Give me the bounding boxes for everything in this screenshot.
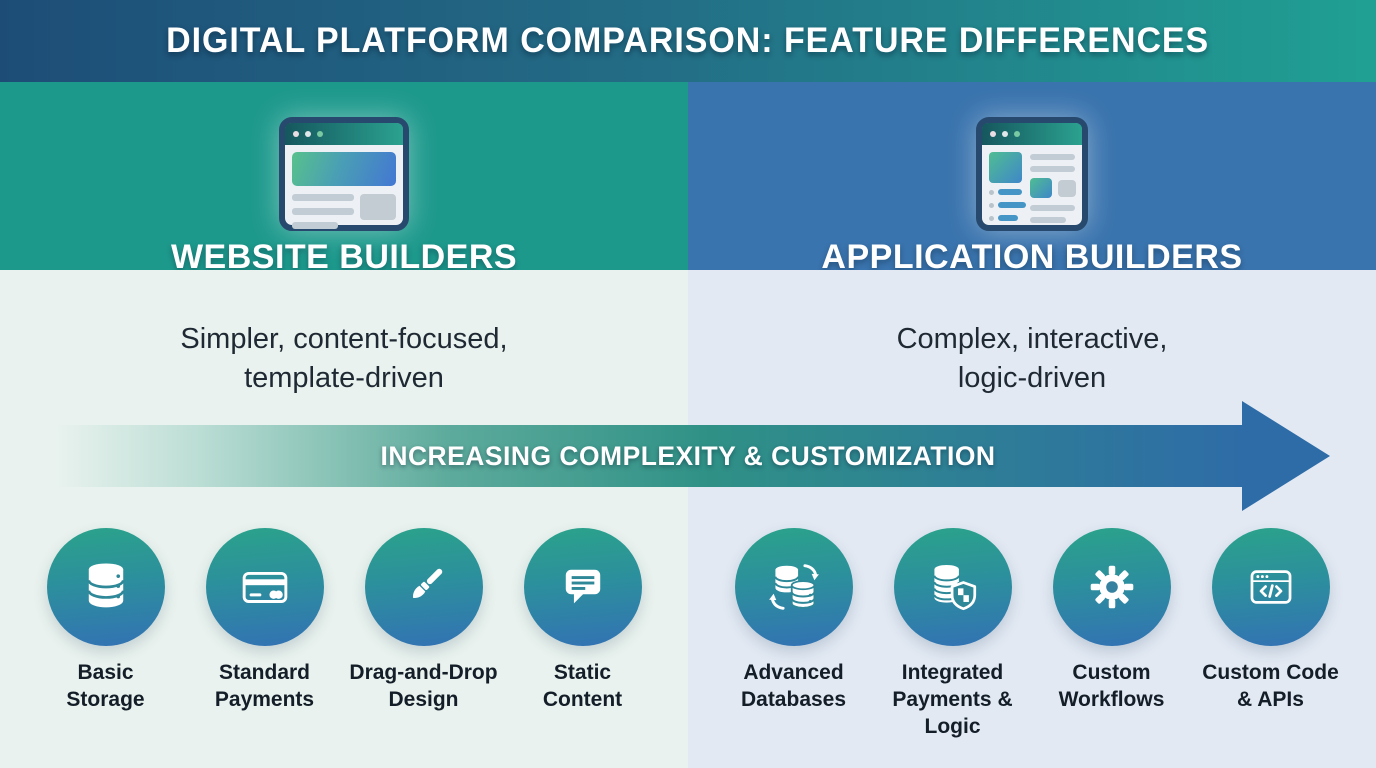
text-line-graphic [292,222,338,229]
text-line-graphic [1030,217,1066,223]
browser-titlebar [285,123,403,145]
application-builders-panel: APPLICATION BUILDERS [688,82,1376,276]
description-text: Complex, interactive, logic-driven [896,323,1168,394]
speech-bubble-icon [523,528,642,646]
website-column-background [0,270,688,768]
header-bar: DIGITAL PLATFORM COMPARISON: FEATURE DIF… [0,0,1376,82]
window-dot-icon [1002,131,1008,137]
panel-block-graphic [989,152,1022,183]
browser-body [285,145,403,229]
tile-graphic [1030,178,1052,198]
page-title: DIGITAL PLATFORM COMPARISON: FEATURE DIF… [166,21,1210,60]
coins-shield-icon [893,528,1012,646]
app-window-icon [976,117,1088,231]
image-block-graphic [360,194,396,220]
feature-label: Integrated Payments & Logic [892,661,1013,738]
website-builders-heading: WEBSITE BUILDERS [170,238,518,276]
credit-card-icon [205,528,324,646]
list-pill-graphic [998,202,1026,208]
feature-basic-storage: Basic Storage [26,528,185,714]
website-builders-panel: WEBSITE BUILDERS [0,82,688,276]
feature-label: Basic Storage [66,661,145,711]
complexity-arrow-head [1242,401,1330,511]
feature-drag-and-drop-design: Drag-and-Drop Design [344,528,503,714]
gear-icon [1052,528,1171,646]
bullet-dot-graphic [989,203,994,208]
description-text: Simpler, content-focused, template-drive… [180,323,508,394]
app-titlebar [982,123,1082,145]
app-body [982,145,1082,225]
sync-databases-icon [734,528,853,646]
bullet-dot-graphic [989,216,994,221]
website-builders-description: Simpler, content-focused, template-drive… [0,320,688,397]
database-icon [46,528,165,646]
window-dot-icon [317,131,323,137]
complexity-arrow-label: INCREASING COMPLEXITY & CUSTOMIZATION [380,441,996,471]
list-pill-graphic [998,189,1022,195]
feature-custom-code-apis: Custom Code & APIs [1191,528,1350,741]
window-dot-icon [990,131,996,137]
application-builders-description: Complex, interactive, logic-driven [688,320,1376,397]
text-line-graphic [292,194,354,201]
feature-label: Custom Code & APIs [1202,661,1339,711]
text-line-graphic [292,208,354,215]
feature-label: Advanced Databases [740,661,847,711]
window-dot-icon [293,131,299,137]
bullet-dot-graphic [989,190,994,195]
paintbrush-icon [364,528,483,646]
text-line-graphic [1030,166,1075,172]
window-dot-icon [305,131,311,137]
feature-label: Standard Payments [214,661,315,711]
list-pill-graphic [998,215,1018,221]
feature-label: Drag-and-Drop Design [349,661,498,711]
feature-integrated-payments-logic: Integrated Payments & Logic [873,528,1032,741]
text-line-graphic [1030,154,1075,160]
tile-graphic [1058,180,1076,197]
hero-banner-graphic [292,152,396,186]
text-line-graphic [1030,205,1075,211]
application-builders-heading: APPLICATION BUILDERS [821,238,1243,276]
feature-static-content: Static Content [503,528,662,714]
feature-label: Static Content [542,661,623,711]
complexity-arrow-bar [55,425,1243,487]
code-window-icon [1211,528,1330,646]
feature-standard-payments: Standard Payments [185,528,344,714]
feature-advanced-databases: Advanced Databases [714,528,873,741]
application-column-background [688,270,1376,768]
application-features-row: Advanced Databases Integrated Payments &… [688,528,1376,741]
window-dot-icon [1014,131,1020,137]
feature-label: Custom Workflows [1058,661,1165,711]
website-features-row: Basic Storage Standard Payments [0,528,688,714]
feature-custom-workflows: Custom Workflows [1032,528,1191,741]
browser-window-icon [279,117,409,231]
